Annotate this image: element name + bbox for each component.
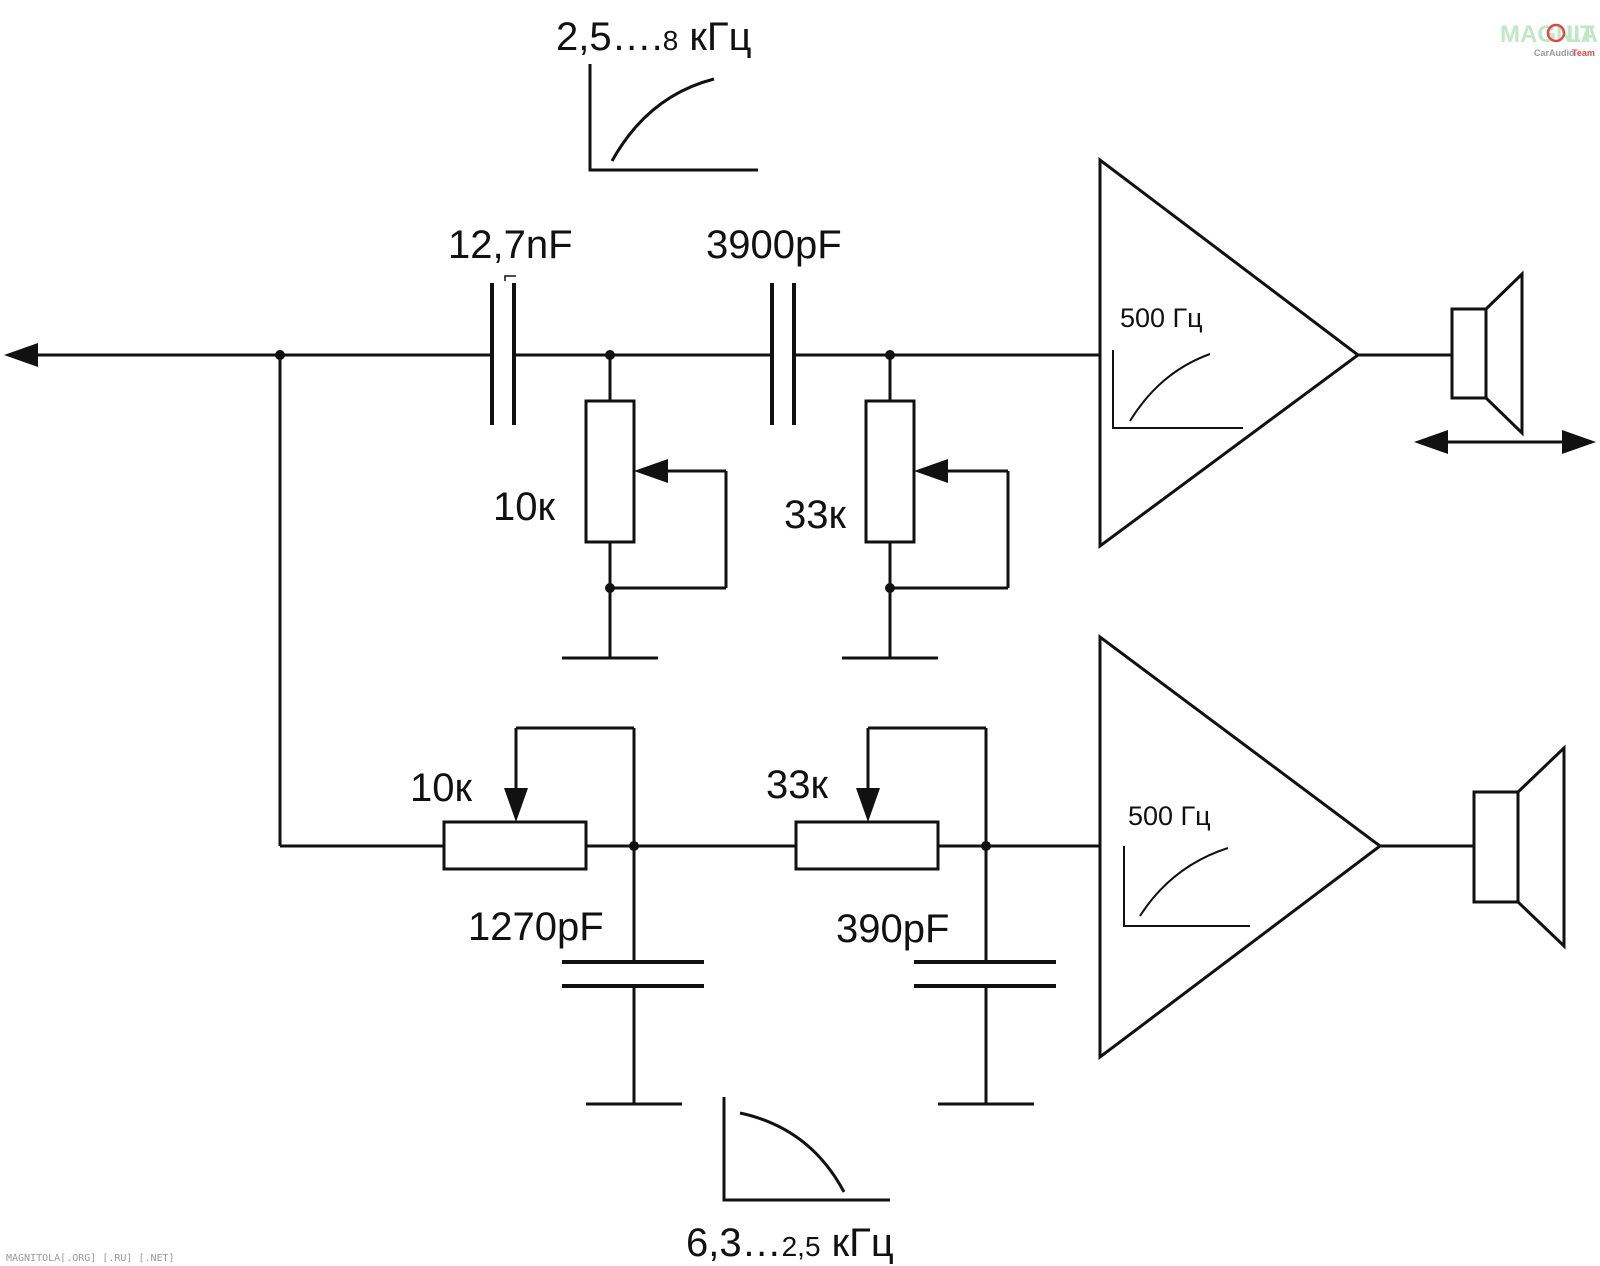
highpass-range-label: 2,5….8 кГц bbox=[556, 15, 751, 59]
speaker-top bbox=[1414, 270, 1596, 454]
cap-bottom-2-label: 390pF bbox=[836, 907, 949, 951]
res-bottom-2-label: 33к bbox=[766, 763, 828, 807]
cap-bottom-1-label: 1270pF bbox=[468, 905, 604, 949]
watermark-footer: MAGNITOLA[.ORG] [.RU] [.NET] bbox=[6, 1253, 175, 1264]
lowpass-response-graph bbox=[722, 1097, 890, 1202]
highpass-response-graph bbox=[588, 64, 758, 172]
watermark-logo: MAGNIT LA CarAudio Team bbox=[1500, 21, 1598, 58]
amp-bottom-freq-label: 500 Гц bbox=[1128, 801, 1211, 831]
potentiometer-top-1 bbox=[562, 350, 728, 660]
input-arrow bbox=[4, 343, 490, 367]
res-top-2-label: 33к bbox=[784, 493, 846, 537]
res-bottom-1-label: 10к bbox=[410, 766, 472, 810]
svg-text:Team: Team bbox=[1572, 48, 1595, 58]
speaker-bottom bbox=[1472, 744, 1566, 950]
cap-top-1-label: 12,7nF bbox=[448, 223, 573, 267]
cap-top-2-label: 3900pF bbox=[706, 223, 842, 267]
amplifier-bottom bbox=[1098, 634, 1474, 1061]
capacitor-top-1 bbox=[490, 275, 516, 425]
res-top-1-label: 10к bbox=[493, 485, 555, 529]
capacitor-bottom-1 bbox=[562, 846, 704, 1106]
svg-text:LA: LA bbox=[1566, 21, 1598, 48]
potentiometer-bottom-1 bbox=[442, 726, 796, 871]
capacitor-bottom-2 bbox=[914, 846, 1056, 1106]
potentiometer-bottom-2 bbox=[794, 726, 1100, 871]
potentiometer-top-2 bbox=[842, 350, 1010, 660]
svg-text:CarAudio: CarAudio bbox=[1534, 48, 1575, 58]
capacitor-top-2 bbox=[770, 283, 796, 425]
amp-top-freq-label: 500 Гц bbox=[1120, 303, 1203, 333]
lowpass-range-label: 6,3…2,5 кГц bbox=[686, 1221, 894, 1265]
input-split-wire bbox=[275, 350, 444, 848]
amplifier-top bbox=[1098, 156, 1452, 549]
